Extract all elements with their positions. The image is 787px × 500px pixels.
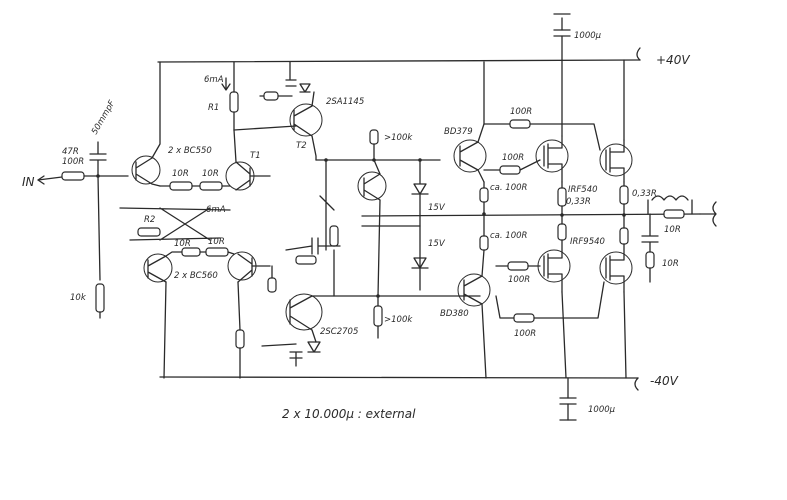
input-label: IN [22, 175, 35, 189]
r2-label: R2 [144, 215, 155, 225]
t2-label: T2 [296, 141, 307, 151]
r10-a-label: 10R [172, 169, 189, 179]
source-resistor-bottom-1 [557, 223, 567, 241]
vas-led [307, 341, 321, 353]
r100-2-label: 100R [502, 153, 524, 163]
ca100-bottom-label: ca. 100R [490, 231, 528, 241]
vas-bias-resistor [267, 277, 277, 293]
r100k-top-label: >100k [384, 133, 413, 143]
rs-a-label: 0,33R [566, 197, 591, 207]
current-top-label: 6mA [204, 75, 224, 85]
r100-3-label: 100R [508, 275, 530, 285]
transistor-t2 [289, 91, 323, 161]
output-inductor [651, 195, 689, 201]
positive-rail [157, 47, 641, 63]
negative-rail [159, 376, 639, 391]
zobel-top-label: 10R [664, 225, 681, 235]
emitter-resistor-top-left [169, 181, 193, 191]
zener-top-label: 15V [428, 203, 446, 213]
t1-label: T1 [250, 151, 261, 161]
current-mid-label: 6mA [206, 205, 226, 215]
positive-rail-label: +40V [656, 53, 690, 67]
vas-transistor-label: 2SC2705 [320, 327, 358, 337]
diff-pair-top-label: 2 x BC550 [168, 146, 212, 156]
driver-bottom-resistor [479, 235, 489, 251]
gate-resistor-bottom [507, 261, 529, 271]
bd380-label: BD380 [440, 309, 469, 319]
mosfet-top-2 [599, 59, 633, 183]
r1-label: R1 [208, 103, 219, 113]
mosfet-top-label: IRF540 [568, 185, 598, 195]
rs-b-label: 0,33R [632, 189, 657, 199]
input-resistor [61, 171, 85, 181]
input-arrow [37, 175, 45, 185]
zener-stack [411, 159, 429, 291]
gate-resistor-bottom-parallel [513, 313, 535, 323]
emitter-resistor-bottom-left [181, 247, 201, 257]
input-ground-resistor [95, 283, 105, 313]
source-resistor-top-1 [557, 187, 567, 207]
source-resistor-top-2 [619, 185, 629, 205]
gate-resistor-top [499, 165, 521, 175]
bottom-cap-label: 1000µ [588, 405, 616, 415]
ca100-top-label: ca. 100R [490, 183, 528, 193]
driver-bd380 [457, 249, 491, 379]
mosfet-bottom-1 [537, 239, 571, 379]
r10-d-label: 10R [208, 237, 225, 247]
zobel-bottom-label: 10R [662, 259, 679, 269]
diff-pair-bottom [143, 253, 173, 379]
resistor-r2 [137, 227, 161, 237]
zener-bottom-label: 15V [428, 239, 446, 249]
top-rail-capacitor [553, 13, 571, 61]
driver-bd379 [453, 61, 487, 183]
t2-bias-resistor [263, 91, 279, 101]
input-resistor-label-a: 47R [62, 147, 79, 157]
source-resistor-bottom-2 [619, 227, 629, 245]
output-terminal [699, 201, 717, 227]
bottom-rail-capacitor [559, 377, 577, 421]
r10-b-label: 10R [202, 169, 219, 179]
input-cap-label: 50mmpF [90, 99, 118, 137]
vas-resistor [295, 255, 317, 265]
external-caps-note: 2 x 10.000µ : external [282, 407, 416, 421]
diff-pair-top [131, 61, 161, 187]
emitter-resistor-top-right [199, 181, 223, 191]
input-ground-resistor-label: 10k [70, 293, 87, 303]
r100-1-label: 100R [510, 107, 532, 117]
mosfet-bottom-label: IRF9540 [570, 237, 605, 247]
vbe-multiplier [319, 159, 387, 297]
r100k-bottom-label: >100k [384, 315, 413, 325]
r10-c-label: 10R [174, 239, 191, 249]
gate-resistor-top-parallel [509, 119, 531, 129]
bd379-label: BD379 [444, 127, 473, 137]
t2-type-label: 2SA1145 [326, 97, 364, 107]
transistor-t1 [225, 129, 271, 191]
input-resistor-label-b: 100R [62, 157, 84, 167]
driver-top-resistor [479, 187, 489, 203]
resistor-100k-top [369, 129, 379, 145]
resistor-100k-bottom [373, 305, 383, 327]
emitter-resistor-bottom-right [205, 247, 229, 257]
top-cap-label: 1000µ [574, 31, 602, 41]
zobel-resistor-bottom [645, 251, 655, 269]
vas-emitter-cap [261, 343, 303, 367]
mirror-bottom-resistor [235, 329, 245, 349]
zobel-resistor-top [663, 209, 685, 219]
negative-rail-label: -40V [650, 374, 679, 388]
r100-4-label: 100R [514, 329, 536, 339]
mosfet-bottom-2 [599, 243, 633, 379]
resistor-r1 [229, 91, 239, 113]
t2-led [299, 83, 311, 93]
mosfet-top-1 [535, 59, 569, 183]
diff-pair-bottom-label: 2 x BC560 [174, 271, 218, 281]
transistor-bottom-mirror [227, 251, 271, 331]
output-line [361, 213, 701, 217]
vbe-resistor [329, 225, 339, 247]
